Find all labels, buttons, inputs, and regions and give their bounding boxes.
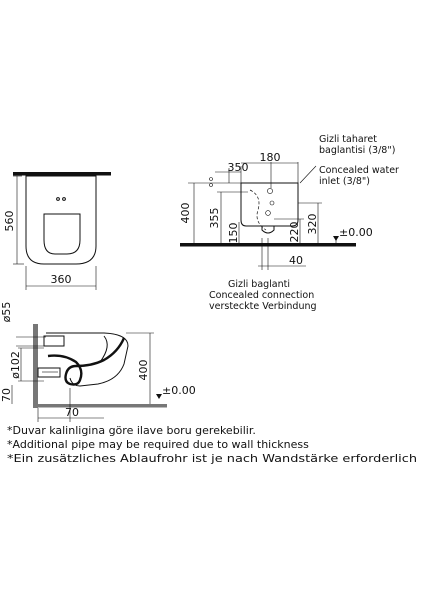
side-view-bolt-circle-2: [265, 210, 271, 216]
section-view-dim-70-left: 70: [0, 388, 13, 402]
top-view-seat-inner: [43, 213, 81, 255]
section-view-rim: [99, 335, 108, 363]
side-view-label-conn-tr: Gizli baglanti: [228, 279, 290, 290]
top-view-bowl-outline: [25, 175, 97, 265]
side-view-wall-mark-2: [209, 183, 213, 187]
side-view-label-bidet-tr2: baglantisi (3/8"): [319, 145, 395, 156]
section-view-inlet-fitting: [43, 335, 65, 347]
note-de: *Ein zusätzliches Ablaufrohr ist je nach…: [7, 452, 417, 465]
side-view-wall-mark-1: [209, 177, 213, 181]
section-view-trap: [47, 337, 126, 386]
note-tr: *Duvar kalinligina göre ilave boru gerek…: [7, 424, 256, 437]
side-view-label-water-en: Concealed water: [319, 165, 399, 176]
side-view-internal-pipe: [249, 189, 267, 231]
side-view-dim-40: 40: [289, 254, 303, 267]
section-view-level-marker: [156, 394, 162, 399]
side-view-level-marker: [333, 236, 339, 241]
section-view-floor: [33, 404, 167, 408]
side-view-leader-inlet: [299, 165, 317, 184]
section-view-dim-55: ø55: [0, 302, 13, 323]
top-view-wall: [13, 172, 111, 176]
section-view: ø55 ø102 70 400 ±0.00 70: [0, 302, 196, 422]
top-view-hinge-hole-right: [62, 197, 66, 201]
note-en: *Additional pipe may be required due to …: [7, 438, 309, 451]
side-view-dim-220: 220: [288, 222, 301, 243]
side-view-dim-350: 350: [228, 161, 249, 174]
side-view-label-conn-en: Concealed connection: [209, 290, 314, 301]
section-view-outlet-fitting: [37, 367, 61, 378]
side-view-dim-400: 400: [179, 203, 192, 224]
top-view-hinge-hole-left: [56, 197, 60, 201]
side-view-dim-355: 355: [208, 208, 221, 229]
side-view-label-water-en2: inlet (3/8"): [319, 176, 370, 187]
side-view-level: ±0.00: [339, 226, 373, 239]
side-view-dim-180: 180: [260, 151, 281, 164]
section-view-wall: [33, 324, 38, 408]
top-view-dim-width: 360: [51, 273, 72, 286]
side-view: 350 180 400 355 150 220 320 ±0.00 40 Giz…: [179, 134, 399, 312]
notes: *Duvar kalinligina göre ilave boru gerek…: [7, 424, 417, 465]
side-view-bowl: [240, 182, 299, 227]
section-view-level: ±0.00: [162, 384, 196, 397]
top-view: 560 360: [3, 172, 111, 290]
side-view-label-bidet-tr: Gizli taharet: [319, 134, 377, 145]
section-view-dim-400: 400: [137, 360, 150, 381]
top-view-dim-height: 560: [3, 211, 16, 232]
side-view-outlet: [261, 226, 275, 234]
section-view-dim-102: ø102: [9, 351, 22, 379]
side-view-dim-150: 150: [227, 223, 240, 244]
side-view-inlet-circle: [267, 188, 273, 194]
section-view-bowl-shell: [46, 332, 129, 387]
side-view-label-conn-de: versteckte Verbindung: [209, 301, 317, 312]
side-view-bolt-circle-1: [269, 200, 275, 206]
side-view-dim-320: 320: [306, 214, 319, 235]
section-view-dim-70-bottom: 70: [65, 406, 79, 419]
